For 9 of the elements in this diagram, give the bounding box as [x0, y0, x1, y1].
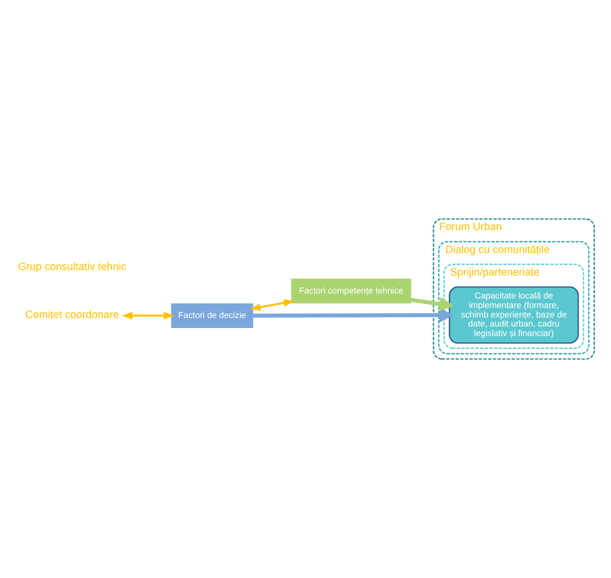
node-box: Factori de decizie [171, 303, 254, 328]
arrow [122, 312, 174, 320]
arrow [250, 299, 294, 311]
node-box: Capacitate locală de implementare (formare, schimb experiențe, baze de date, audit urban, cadru legislativ și financiar) [448, 286, 579, 344]
node-box: Factori competențe tehnice [291, 278, 412, 304]
arrow [253, 308, 454, 323]
arrow [410, 296, 454, 312]
node-text: Comitet coordonare [25, 309, 119, 322]
label: Grup consultativ tehnic [18, 261, 126, 274]
